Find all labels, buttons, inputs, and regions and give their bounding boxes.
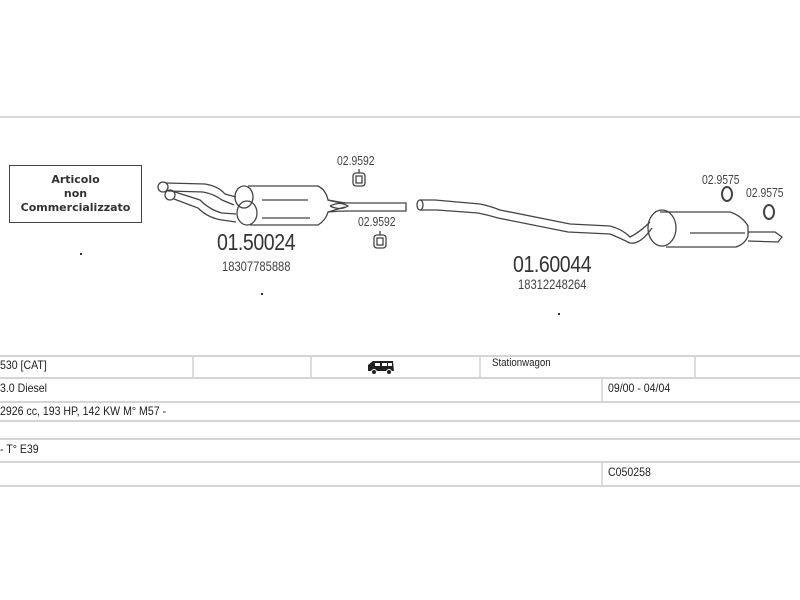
rear-silencer-pipe[interactable] xyxy=(416,199,783,248)
vehicle-model: 530 [CAT] xyxy=(0,358,47,372)
col-divider xyxy=(601,379,603,401)
marker-dot xyxy=(261,293,263,295)
row-divider xyxy=(0,461,800,463)
rubber-ring-icon[interactable] xyxy=(721,186,733,202)
engine: 3.0 Diesel xyxy=(0,381,47,395)
col-divider xyxy=(479,357,481,377)
station-wagon-icon xyxy=(368,361,394,375)
catalog-code: C050258 xyxy=(608,465,651,479)
row-divider xyxy=(0,355,800,357)
accessory-code: 02.9575 xyxy=(702,172,740,187)
row-divider xyxy=(0,401,800,403)
marker-dot xyxy=(80,253,82,255)
col-divider xyxy=(192,357,194,377)
part-number: 01.50024 xyxy=(217,229,296,255)
clamp-icon[interactable] xyxy=(352,169,366,187)
engine-specs: 2926 cc, 193 HP, 142 KW M° M57 - xyxy=(0,404,167,418)
top-divider xyxy=(0,116,800,118)
marker-dot xyxy=(558,313,560,315)
col-divider xyxy=(310,357,312,377)
accessory-code: 02.9575 xyxy=(746,185,784,200)
clamp-icon[interactable] xyxy=(373,231,387,249)
accessory-code: 02.9592 xyxy=(337,153,375,168)
oem-number: 18312248264 xyxy=(518,276,587,292)
front-pipe-with-catalyst[interactable] xyxy=(157,181,407,226)
production-period: 09/00 - 04/04 xyxy=(608,381,671,395)
oem-number: 18307785888 xyxy=(222,258,291,274)
part-number: 01.60044 xyxy=(513,251,592,277)
rubber-ring-icon[interactable] xyxy=(763,204,775,220)
row-divider xyxy=(0,420,800,422)
notice-line: non xyxy=(63,187,88,200)
notice-line: Commercializzato xyxy=(20,201,131,214)
notice-line: Articolo xyxy=(51,173,100,186)
not-commercialized-notice: Articolo non Commercializzato xyxy=(9,165,142,223)
type-code: - T° E39 xyxy=(0,442,39,456)
accessory-code: 02.9592 xyxy=(358,214,396,229)
row-divider xyxy=(0,377,800,379)
col-divider xyxy=(694,357,696,377)
row-divider xyxy=(0,438,800,440)
body-type: Stationwagon xyxy=(492,357,551,369)
col-divider xyxy=(601,463,603,485)
row-divider xyxy=(0,485,800,487)
exhaust-diagram xyxy=(157,169,783,249)
